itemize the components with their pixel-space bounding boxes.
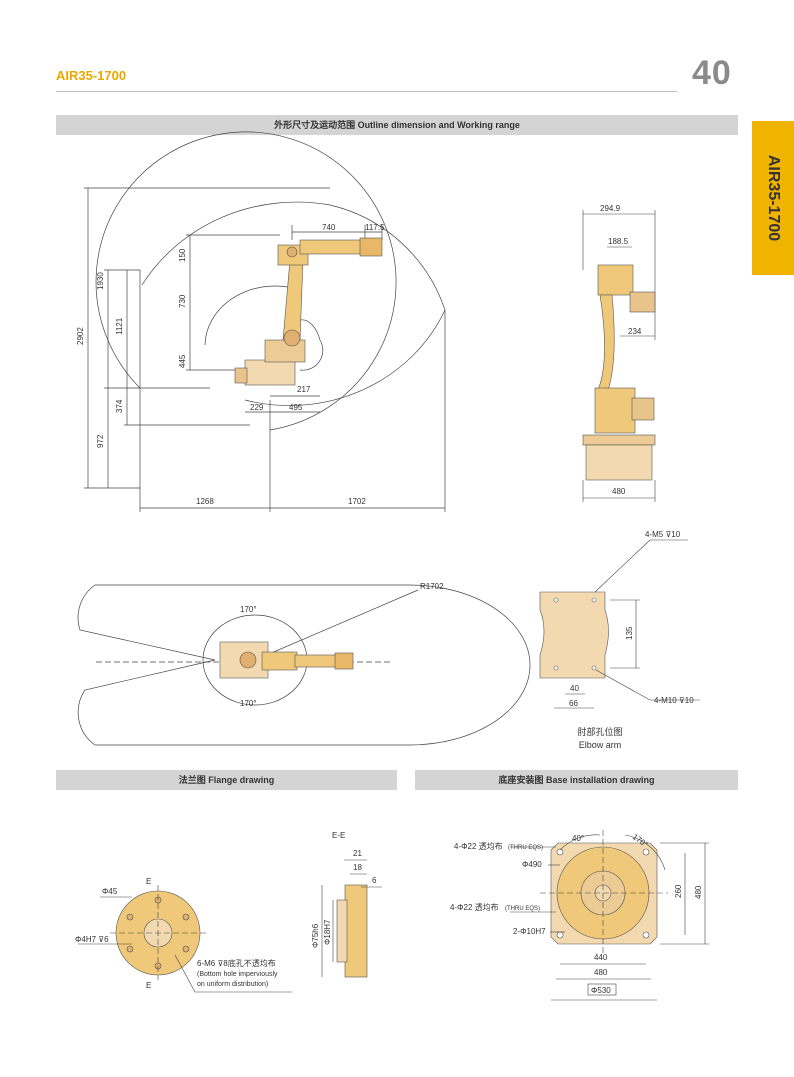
dim-972: 972 <box>96 434 105 448</box>
label-phi45: Φ45 <box>102 887 118 896</box>
section-bar-outline: 外形尺寸及运动范围 Outline dimension and Working … <box>56 115 738 135</box>
dim-40: 40 <box>570 684 579 693</box>
back-view-labels: 294.9 188.5 234 480 <box>600 204 642 496</box>
dim-117-5: 117.5 <box>365 223 385 232</box>
side-view-labels: 740 117.5 150 730 445 1930 1121 2902 374… <box>76 223 385 506</box>
dim-234: 234 <box>628 327 642 336</box>
back-view-drawing <box>582 210 656 502</box>
label-angle-40: 40° <box>572 834 584 843</box>
label-4-m10: 4-M10 ⊽10 <box>654 696 694 705</box>
elbow-labels: 4-M5 ⊽10 4-M10 ⊽10 135 40 66 <box>569 530 694 708</box>
dim-6: 6 <box>372 876 377 885</box>
dim-188-5: 188.5 <box>608 237 629 246</box>
dim-260: 260 <box>674 884 683 898</box>
dim-18: 18 <box>353 863 362 872</box>
dim-1121: 1121 <box>115 317 124 335</box>
label-4-phi22-top: 4-Φ22 透均布 <box>454 841 503 851</box>
page-number: 40 <box>692 54 732 92</box>
label-4-phi22-mid: 4-Φ22 透均布 <box>450 902 499 912</box>
label-angle-top: 170° <box>240 605 257 614</box>
dim-217: 217 <box>297 385 311 394</box>
label-r1702: R1702 <box>420 582 444 591</box>
phi530-frame <box>587 983 617 996</box>
header-divider <box>56 91 677 92</box>
robot-top-view <box>219 641 354 679</box>
section-bar-flange: 法兰图 Flange drawing <box>56 770 397 790</box>
label-e-top: E <box>146 877 151 886</box>
dim-495: 495 <box>289 403 303 412</box>
base-labels: 4-Φ22 透均布 (THRU EQS) Φ490 4-Φ22 透均布 (THR… <box>450 832 703 996</box>
dim-66: 66 <box>569 699 578 708</box>
dim-135: 135 <box>625 626 634 640</box>
dim-229: 229 <box>250 403 264 412</box>
dim-1930: 1930 <box>96 272 105 290</box>
label-thru-eqs-top: (THRU EQS) <box>508 845 543 851</box>
label-4-m5: 4-M5 ⊽10 <box>645 530 681 539</box>
dim-21: 21 <box>353 849 362 858</box>
elbow-caption-cn: 肘部孔位图 <box>577 727 623 737</box>
top-view-labels: R1702 170° 170° <box>240 582 444 708</box>
flange-drawing <box>78 859 382 993</box>
dim-phi18: Φ18H7 <box>323 919 332 945</box>
dim-374: 374 <box>115 399 124 413</box>
dim-150: 150 <box>178 248 187 262</box>
dim-445: 445 <box>178 354 187 368</box>
side-tab: AIR35-1700 <box>752 121 794 275</box>
label-2-phi10: 2-Φ10H7 <box>513 927 546 936</box>
robot-side-view <box>234 237 383 386</box>
side-view-drawing <box>84 131 446 512</box>
dim-phi530: Φ530 <box>591 986 611 995</box>
dim-480-v: 480 <box>694 885 703 899</box>
elbow-caption-en: Elbow arm <box>578 740 622 750</box>
dim-740: 740 <box>322 223 336 232</box>
label-phi490: Φ490 <box>522 860 542 869</box>
section-bar-base: 底座安装图 Base installation drawing <box>415 770 738 790</box>
label-e-bottom: E <box>146 981 151 990</box>
dim-1268: 1268 <box>196 497 214 506</box>
label-uniform: on uniform distribution) <box>197 981 268 988</box>
label-angle-bottom: 170° <box>240 699 257 708</box>
elbow-drawing <box>539 539 700 709</box>
dim-1702: 1702 <box>348 497 366 506</box>
label-bottom-hole: (Bottom hole imperviously <box>197 971 278 978</box>
label-e-e: E-E <box>332 831 345 840</box>
label-6-m6: 6-M6 ⊽8底孔不透均布 <box>197 958 276 968</box>
dim-480-h: 480 <box>594 968 608 977</box>
label-phi4: Φ4H7 ⊽6 <box>75 935 109 944</box>
dim-2902: 2902 <box>76 327 85 345</box>
label-thru-eqs-mid: (THRU EQS) <box>505 906 540 912</box>
dim-294-9: 294.9 <box>600 204 621 213</box>
dim-480: 480 <box>612 487 626 496</box>
flange-labels: E-E E E Φ45 Φ4H7 ⊽6 6-M6 ⊽8底孔不透均布 (Botto… <box>75 831 377 990</box>
base-drawing <box>510 830 709 1001</box>
model-title: AIR35-1700 <box>56 68 127 83</box>
dim-440: 440 <box>594 953 608 962</box>
dim-phi75: Φ75h6 <box>311 923 320 948</box>
dim-730: 730 <box>178 294 187 308</box>
